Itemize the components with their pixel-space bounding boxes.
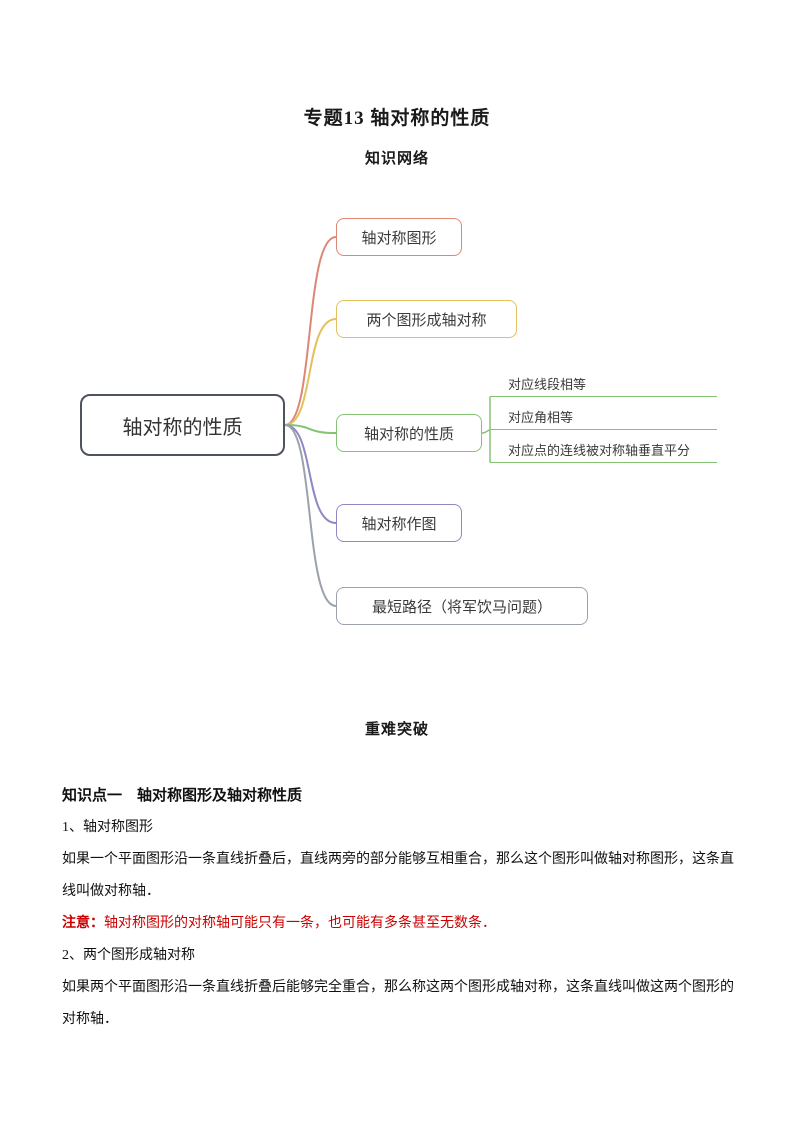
- item2-title: 2、两个图形成轴对称: [62, 948, 195, 963]
- mindmap-node-two-figures-symmetric: 两个图形成轴对称: [336, 300, 517, 338]
- mindmap-node-label: 轴对称的性质: [363, 424, 454, 443]
- mindmap-node-symmetry-construction: 轴对称作图: [336, 504, 462, 542]
- mindmap-child-equal-segments: 对应线段相等: [490, 373, 717, 397]
- mindmap-child-label: 对应点的连线被对称轴垂直平分: [508, 444, 691, 459]
- item1-body: 如果一个平面图形沿一条直线折叠后，直线两旁的部分能够互相重合，那么这个图形叫做轴…: [62, 852, 734, 899]
- note-line: 注意：轴对称图形的对称轴可能只有一条，也可能有多条甚至无数条．: [62, 908, 738, 940]
- branch-line-4: [284, 424, 337, 524]
- section-heading-knowledge-network: 知识网络: [364, 151, 429, 167]
- branch-line-5: [284, 424, 337, 607]
- mindmap-child-label: 对应线段相等: [508, 378, 587, 393]
- section-heading-breakthrough: 重难突破: [364, 722, 429, 738]
- mindmap-node-axisymmetric-figure: 轴对称图形: [336, 218, 462, 256]
- mindmap-root-node: 轴对称的性质: [80, 394, 285, 456]
- item2-body: 如果两个平面图形沿一条直线折叠后能够完全重合，那么称这两个图形成轴对称，这条直线…: [62, 980, 734, 1027]
- knowledge-point-content: 知识点一 轴对称图形及轴对称性质 1、轴对称图形 如果一个平面图形沿一条直线折叠…: [62, 780, 738, 1036]
- mindmap-root-label: 轴对称的性质: [122, 414, 243, 439]
- knowledge-point-heading: 知识点一 轴对称图形及轴对称性质: [62, 788, 303, 804]
- mindmap-node-shortest-path: 最短路径（将军饮马问题）: [336, 587, 588, 625]
- mindmap-node-symmetry-properties: 轴对称的性质: [336, 414, 482, 452]
- mindmap-node-label: 轴对称图形: [361, 228, 437, 247]
- note-body: 轴对称图形的对称轴可能只有一条，也可能有多条甚至无数条．: [104, 916, 496, 931]
- branch-line-2: [284, 318, 337, 426]
- mindmap-node-label: 两个图形成轴对称: [366, 310, 487, 329]
- knowledge-network-mindmap: 轴对称的性质 轴对称图形 两个图形成轴对称 轴对称的性质 对应线段相等 对应角相…: [80, 218, 717, 625]
- branch-line-3: [284, 424, 337, 434]
- child-stub-line: [481, 429, 491, 434]
- mindmap-node-label: 最短路径（将军饮马问题）: [371, 597, 552, 616]
- mindmap-connector-lines: [284, 236, 491, 607]
- mindmap-child-label: 对应角相等: [508, 411, 574, 426]
- mindmap-node-label: 轴对称作图: [361, 514, 437, 533]
- page-title: 专题13 轴对称的性质: [303, 108, 491, 129]
- branch-line-1: [284, 236, 337, 426]
- mindmap-child-perpendicular-bisector: 对应点的连线被对称轴垂直平分: [490, 439, 717, 463]
- note-label: 注意：: [62, 916, 104, 931]
- item1-title: 1、轴对称图形: [62, 820, 153, 835]
- mindmap-child-equal-angles: 对应角相等: [490, 406, 717, 430]
